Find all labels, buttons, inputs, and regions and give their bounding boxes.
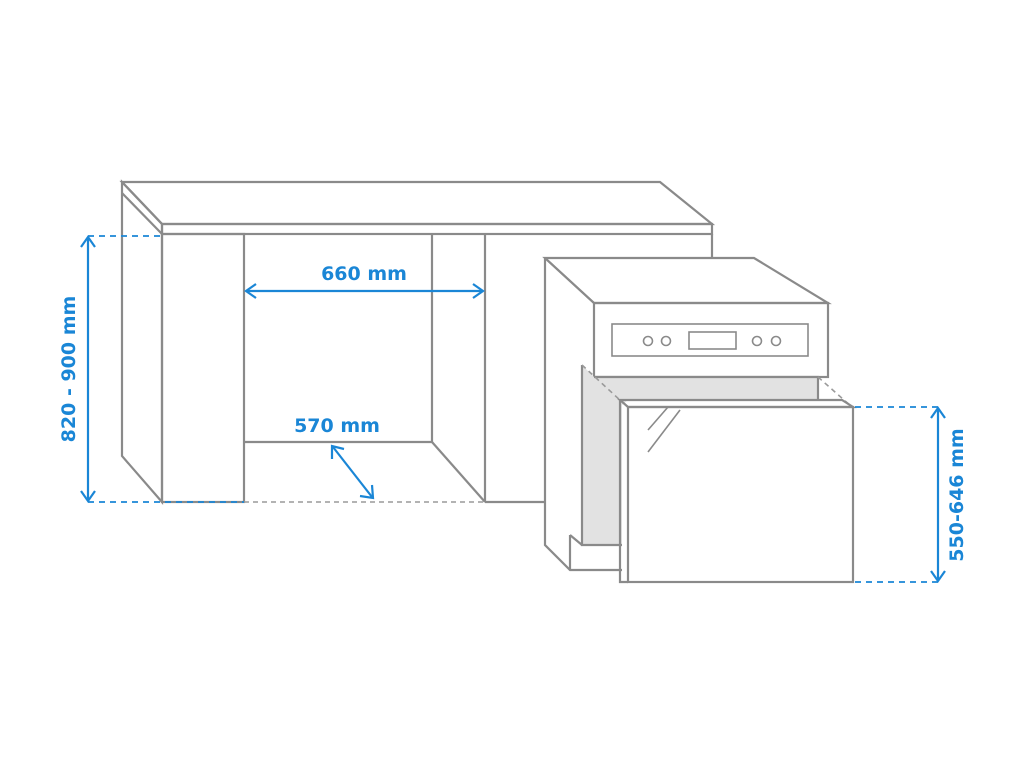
kitchen-cabinet <box>119 179 716 505</box>
cabinet-left-side <box>120 179 164 505</box>
cabinet-height-label: 820 - 900 mm <box>58 296 80 443</box>
drawer-interior <box>582 365 818 545</box>
countertop-top-face <box>119 180 716 226</box>
dimension-cabinet-height: 820 - 900 mm <box>58 235 244 503</box>
niche-width-label: 660 mm <box>321 263 407 285</box>
control-knob-1 <box>642 335 654 347</box>
niche-right-floor-edge <box>431 441 486 503</box>
control-knob-2 <box>660 335 672 347</box>
dimension-niche-depth: 570 mm <box>294 415 380 500</box>
drawer-door-front <box>626 405 855 584</box>
door-reflection-1 <box>647 406 669 431</box>
control-knob-3 <box>751 335 763 347</box>
control-panel-inner <box>611 323 809 357</box>
appliance-left-side <box>543 258 622 572</box>
cabinet-left-front-panel <box>160 232 246 504</box>
niche-depth-label: 570 mm <box>294 415 380 437</box>
control-panel <box>592 301 830 379</box>
control-knob-4 <box>770 335 782 347</box>
control-display <box>688 331 737 350</box>
appliance-height-label: 550-646 mm <box>946 428 968 561</box>
countertop-front-edge <box>160 222 714 236</box>
dimension-appliance-height: 550-646 mm <box>855 406 968 583</box>
door-reflection-2 <box>647 409 681 453</box>
dishwasher-appliance <box>542 256 857 584</box>
dimension-niche-width: 660 mm <box>244 263 485 299</box>
